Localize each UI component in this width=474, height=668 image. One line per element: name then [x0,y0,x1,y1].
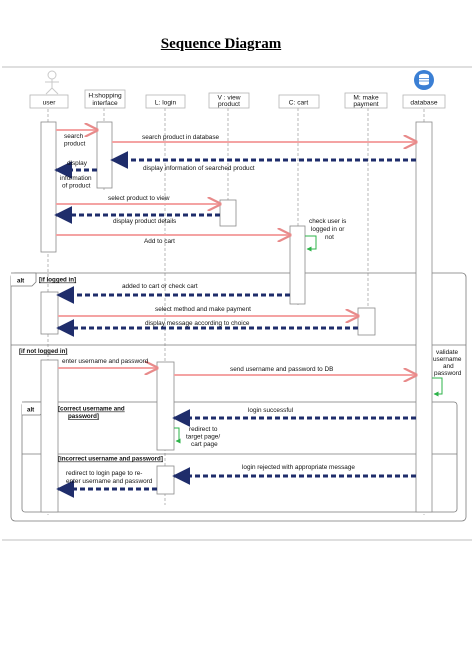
label-added-to-cart: added to cart or check cart [122,283,198,290]
label-add-to-cart: Add to cart [144,238,175,245]
activation-database [415,121,433,513]
alt-inner-label: alt [27,407,34,414]
label-redirect-1: redirect to [189,426,218,433]
label-redirect-2: target page/ [186,434,220,441]
lifeline-label-view-1: V : view [217,95,240,102]
label-payment-message: display message according to choice [145,320,250,327]
label-select-payment: select method and make payment [155,306,251,313]
diagram-title: Sequence Diagram [160,36,282,52]
activation-user-1 [40,121,57,253]
alt-outer-tab [11,272,37,287]
activation-login-2 [156,465,175,495]
lifeline-header-login[interactable] [145,94,186,109]
label-redirect-login-1: redirect to login page to re- [66,470,142,477]
guard-if-logged-in: [if logged in] [39,277,76,284]
alt-outer-label: alt [17,278,24,285]
label-search-db: search product in database [142,134,220,141]
label-validate-4: password [434,370,462,377]
label-redirect-3: cart page [191,441,218,448]
label-validate-3: and [443,363,454,370]
user-actor-icon [45,70,59,95]
activation-user-3 [40,359,59,513]
lifeline-label-user: user [43,100,57,107]
lifeline-header-shopping[interactable] [84,89,126,109]
lifeline-label-shopping-2: interface [92,100,118,107]
lifeline-label-login: L: login [155,100,177,107]
guard-if-not-logged-in: [if not logged in] [19,348,67,355]
label-validate-2: username [433,356,462,363]
lifeline-header-cart[interactable] [278,94,320,109]
activation-login-1 [156,361,175,451]
lifeline-label-view-2: product [218,101,240,108]
label-validate-1: validate [436,349,458,356]
label-check-user-2: logged in or [311,226,345,233]
label-search-product-1: search [64,133,84,140]
activation-shopping [96,121,113,189]
lifeline-header-payment[interactable] [344,92,388,109]
activation-user-2 [40,291,59,335]
self-call-redirect [174,427,181,444]
activation-view [219,199,237,227]
label-check-user-1: check user is [309,218,346,225]
lifeline-label-shopping-1: H:shopping [88,93,122,100]
guard-correct-2: password] [68,413,99,420]
activation-payment [357,307,376,336]
guard-correct-1: [correct username and [58,406,125,413]
label-login-rejected: login rejected with appropriate message [242,464,355,471]
lifeline-label-payment-1: M: make [353,95,379,102]
label-display-info-2: information [60,175,92,182]
label-send-credentials: send username and password to DB [230,366,333,373]
label-display-info-1: display [67,160,88,167]
activation-cart [289,225,306,305]
label-display-info-3: of product [62,183,91,190]
self-call-check-login [305,235,317,252]
label-login-success: login successful [248,407,293,414]
lifeline-header-database[interactable] [402,94,446,109]
lifeline-header-user[interactable] [29,94,69,109]
lifeline-label-database: database [410,100,437,107]
self-call-validate [432,377,443,397]
alt-frame-inner [21,401,458,513]
lifeline-header-view[interactable] [208,92,250,109]
label-product-details: display product details [113,218,176,225]
database-icon [414,70,434,90]
lifeline-label-cart: C: cart [289,100,309,107]
label-display-searched: display information of searched product [143,165,255,172]
alt-frame-outer [10,272,467,522]
lifeline-label-payment-2: payment [353,101,378,108]
label-select-product: select product to view [108,195,170,202]
label-search-product-2: product [64,141,86,148]
label-check-user-3: not [325,234,334,241]
label-redirect-login-2: enter username and password [66,478,153,485]
guard-incorrect: [incorrect username and password] [58,456,163,463]
label-enter-credentials: enter username and password [62,358,149,365]
